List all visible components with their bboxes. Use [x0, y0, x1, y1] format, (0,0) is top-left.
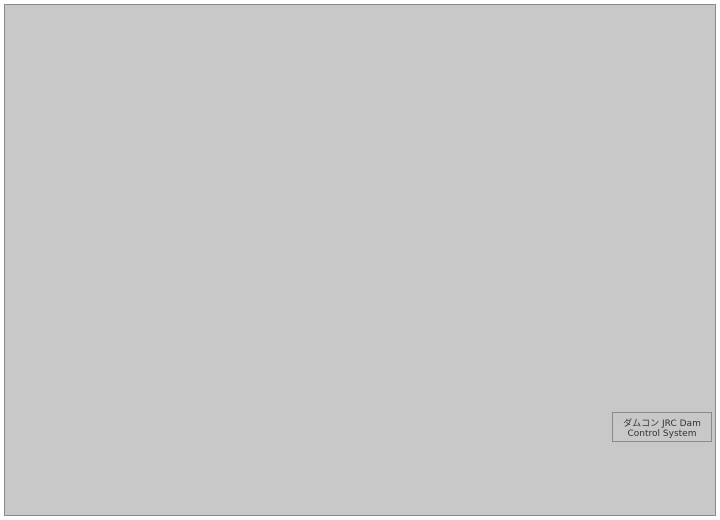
brand-logo-placeholder: ダムコン JRC Dam Control System [612, 412, 712, 442]
diagram-illustration-placeholder [4, 4, 716, 516]
